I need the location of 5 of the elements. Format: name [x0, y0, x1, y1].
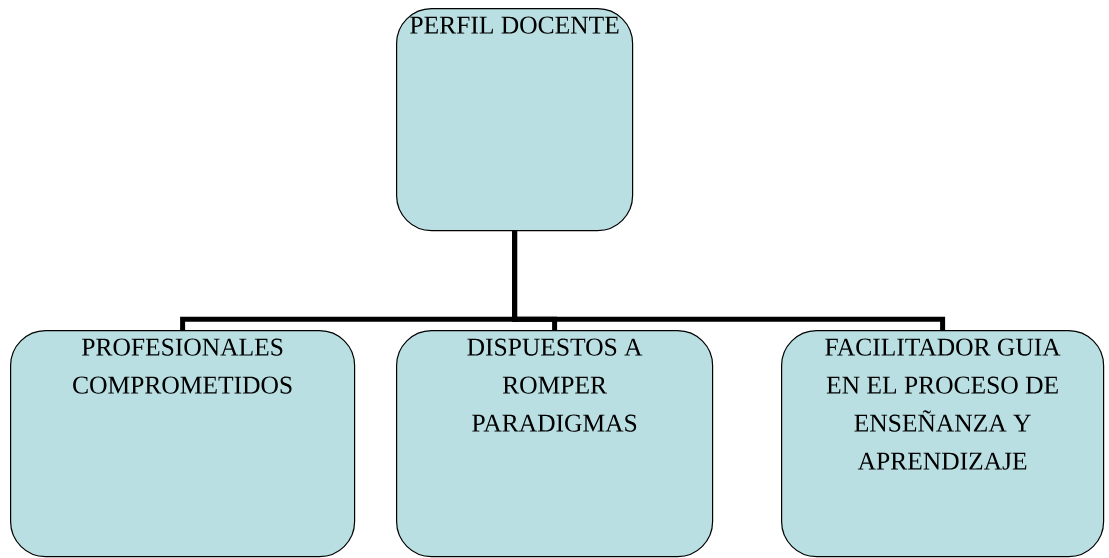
rounded-box: PROFESIONALES COMPROMETIDOS: [10, 330, 356, 558]
rounded-box: DISPUESTOS A ROMPER PARADIGMAS: [396, 330, 714, 558]
rounded-box: PERFIL DOCENTE: [396, 8, 634, 232]
rounded-box: FACILITADOR GUIA EN EL PROCESO DE ENSEÑANZA Y APRENDIZAJE: [781, 330, 1105, 558]
connector: [512, 231, 946, 330]
